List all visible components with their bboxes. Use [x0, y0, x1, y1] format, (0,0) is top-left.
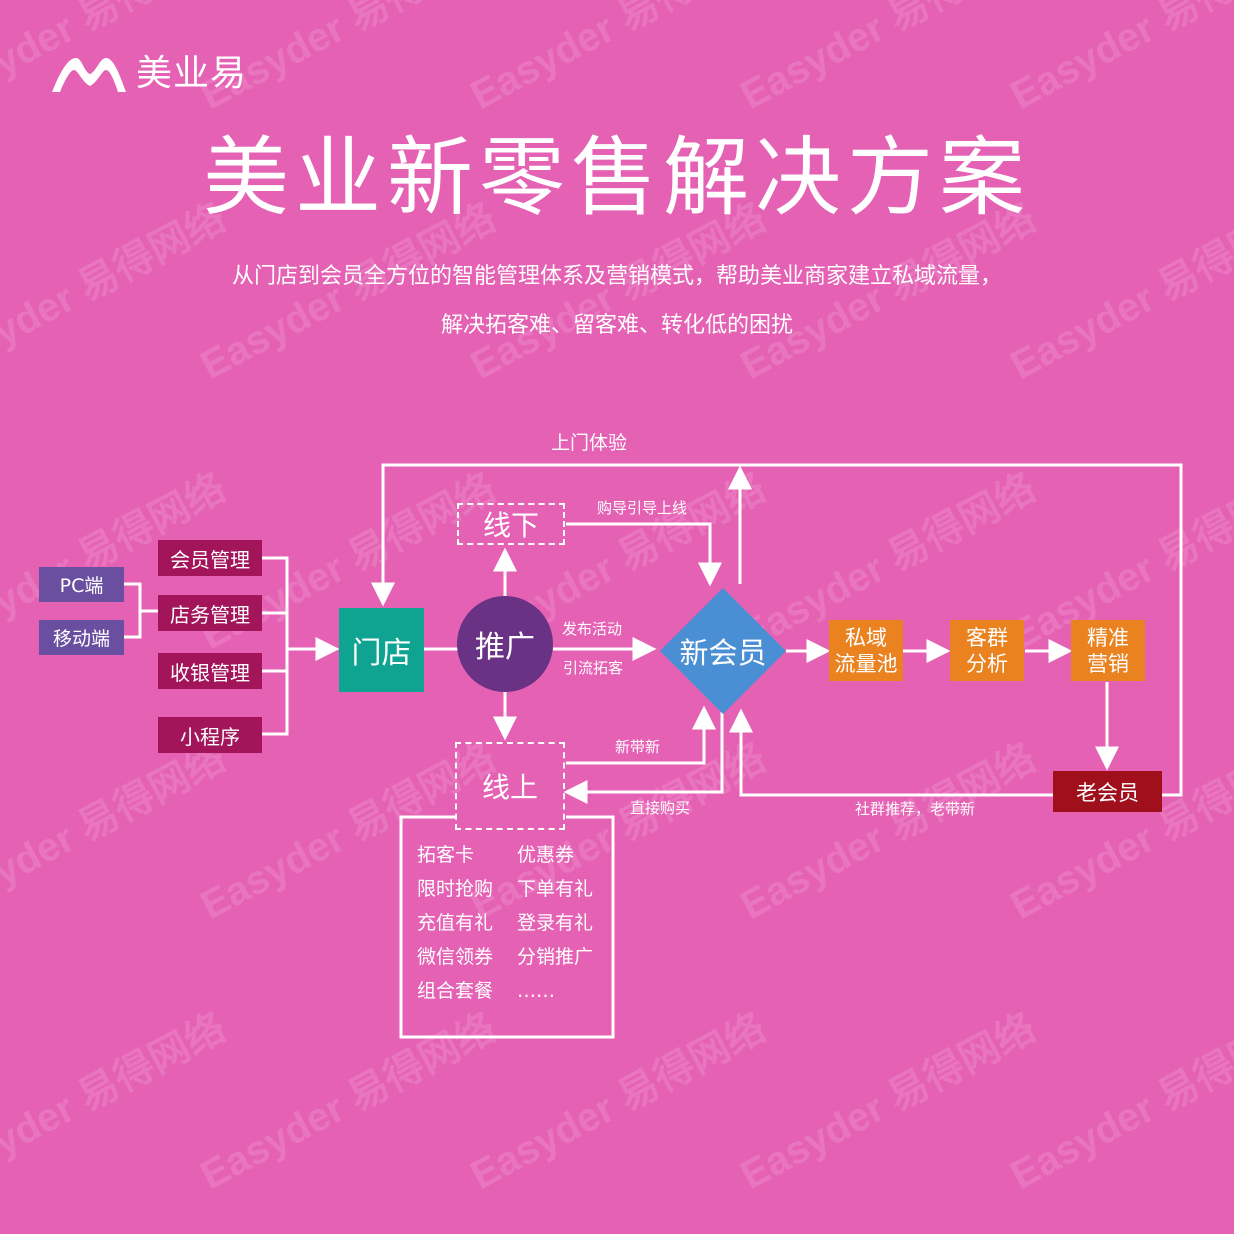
label-visit: 上门体验	[551, 432, 628, 454]
module-mini-program: 小程序	[158, 717, 262, 753]
tool-item: 限时抢购	[417, 878, 494, 900]
online-node: 线上	[455, 742, 565, 830]
label-direct-buy: 直接购买	[630, 799, 691, 817]
customer-segment-analysis-node: 客群 分析	[950, 620, 1024, 681]
label-publish-activity: 发布活动	[562, 620, 623, 638]
tool-item: 组合套餐	[417, 980, 494, 1002]
subtitle-line-2: 解决拓客难、留客难、转化低的困扰	[440, 313, 793, 338]
module-store-management: 店务管理	[158, 595, 262, 631]
tool-item: 拓客卡	[417, 844, 475, 866]
tool-item: 微信领券	[417, 946, 494, 968]
tool-item: 分销推广	[517, 946, 594, 968]
tool-item: 充值有礼	[417, 912, 494, 934]
tool-item: 优惠券	[517, 844, 575, 866]
offline-node: 线下	[457, 503, 565, 545]
subtitle-line-1: 从门店到会员全方位的智能管理体系及营销模式，帮助美业商家建立私域流量，	[231, 264, 1002, 289]
terminal-pc: PC端	[39, 567, 124, 602]
label-community-referral: 社群推荐，老带新	[855, 800, 976, 818]
tool-item: 登录有礼	[517, 912, 594, 934]
store-node: 门店	[339, 608, 424, 692]
precise-marketing-node: 精准 营销	[1071, 620, 1145, 681]
private-traffic-pool-node: 私域 流量池	[829, 620, 903, 681]
logo-icon	[52, 58, 126, 92]
terminal-mobile: 移动端	[39, 620, 124, 655]
brand-name: 美业易	[136, 53, 248, 94]
promote-node: 推广	[457, 596, 553, 692]
page-title: 美业新零售解决方案	[203, 128, 1031, 228]
label-guide-online: 购导引导上线	[597, 499, 688, 517]
new-member-diamond-shape	[660, 588, 786, 714]
label-attract-customers: 引流拓客	[563, 659, 624, 677]
module-member-management: 会员管理	[158, 540, 262, 576]
tool-item: ……	[517, 980, 555, 1002]
new-member-node: 新会员	[679, 636, 767, 670]
old-member-node: 老会员	[1053, 771, 1162, 812]
module-cashier-management: 收银管理	[158, 653, 262, 689]
tool-item: 下单有礼	[517, 878, 594, 900]
label-new-bring-new: 新带新	[615, 738, 661, 756]
